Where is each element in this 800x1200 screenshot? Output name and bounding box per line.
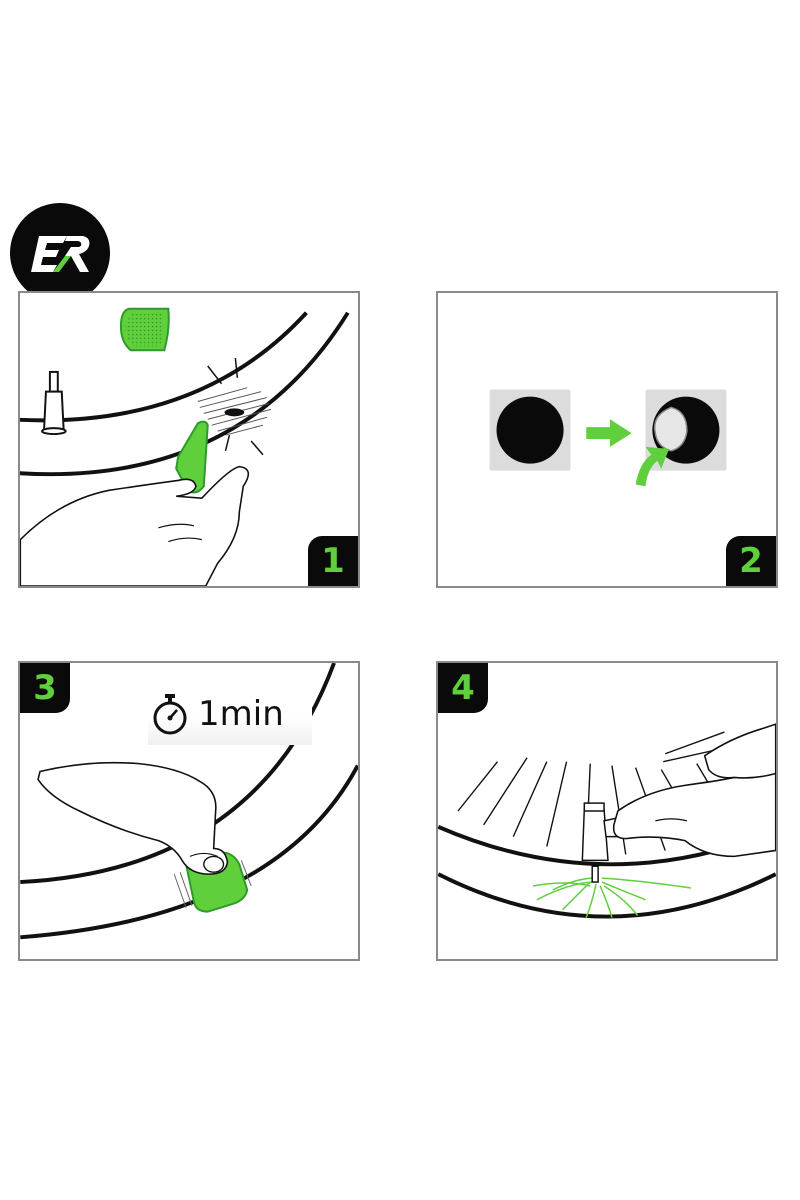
step-panel-3: 3 1min — [18, 661, 360, 961]
peel-patch-illustration — [438, 293, 776, 586]
timer-label-chip: 1min — [148, 683, 312, 745]
step-panel-4: 4 — [436, 661, 778, 961]
step-number-badge: 3 — [20, 663, 70, 713]
hand-icon — [614, 774, 776, 857]
brand-logo-icon — [9, 202, 111, 304]
hand-icon — [20, 467, 248, 586]
peeled-backing-icon — [655, 407, 687, 450]
arrow-right-icon — [586, 419, 631, 447]
step-panel-2: 2 — [436, 291, 778, 588]
inflate-tire-illustration — [438, 663, 776, 959]
step-number-badge: 2 — [726, 536, 776, 586]
timer-duration-text: 1min — [198, 694, 284, 734]
pump-icon — [582, 803, 621, 882]
step-number-badge: 4 — [438, 663, 488, 713]
step-number-badge: 1 — [308, 536, 358, 586]
valve-icon — [42, 372, 66, 434]
hand-icon — [705, 724, 776, 778]
round-patch-icon — [497, 397, 564, 464]
stopwatch-icon — [150, 692, 190, 736]
step-panel-1: 1 — [18, 291, 360, 588]
patch-icon — [121, 309, 169, 350]
puncture-hole-icon — [225, 408, 245, 416]
scuff-tube-illustration — [20, 293, 358, 586]
hand-icon — [38, 763, 227, 874]
